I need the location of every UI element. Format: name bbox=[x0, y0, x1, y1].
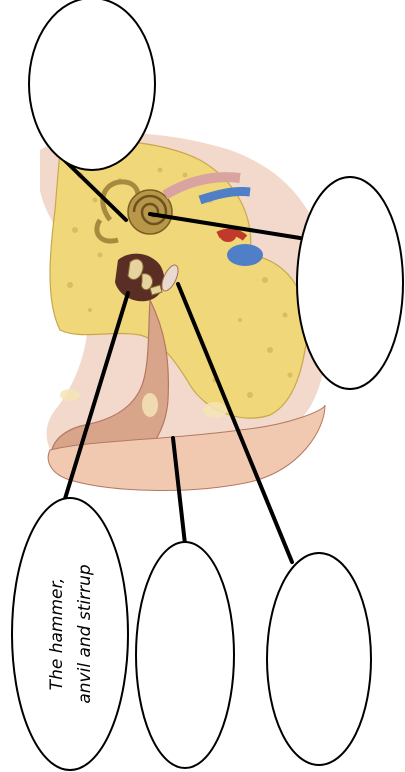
label-ellipse-bottom-middle[interactable] bbox=[136, 542, 234, 768]
label-ellipse-bottom-right[interactable] bbox=[267, 553, 371, 765]
label-ellipse-top-left[interactable] bbox=[29, 0, 155, 170]
label-ellipse-right[interactable] bbox=[297, 177, 403, 389]
cochlea bbox=[128, 190, 172, 234]
label-ellipse-bottom-left[interactable] bbox=[12, 498, 128, 770]
label-line-2: anvil and stirrup bbox=[75, 564, 95, 703]
label-line-1: The hammer, bbox=[47, 578, 67, 691]
